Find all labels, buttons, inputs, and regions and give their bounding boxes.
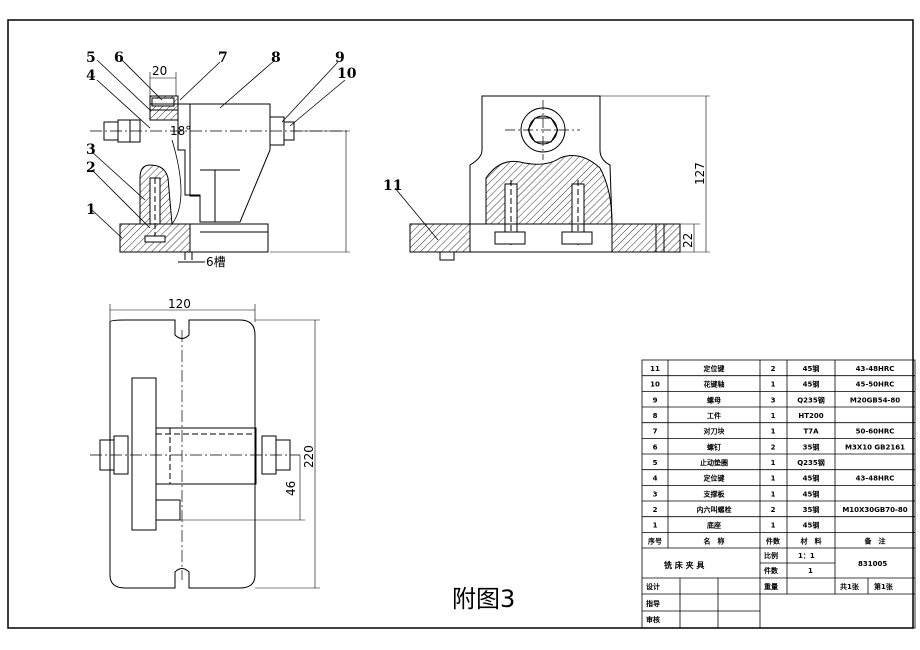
parts-cell-qty: 2	[771, 443, 776, 451]
weight-label: 重量	[764, 582, 778, 591]
parts-cell-qty: 3	[771, 396, 776, 404]
parts-cell-qty: 1	[771, 412, 776, 420]
parts-cell-qty: 1	[771, 381, 776, 389]
design-label: 设计	[646, 582, 660, 591]
part-label: 11	[383, 178, 402, 194]
drawing-title: 铣 床 夹 具	[664, 560, 704, 570]
parts-cell-name: 螺母	[707, 395, 721, 404]
parts-cell-no: 4	[653, 475, 658, 483]
parts-cell-material: T7A	[803, 428, 819, 436]
scale-label: 比例	[764, 551, 778, 560]
parts-header-cell: 备 注	[864, 536, 886, 545]
parts-cell-material: 45钢	[803, 364, 820, 373]
side-view	[394, 95, 710, 261]
parts-cell-material: 45钢	[803, 380, 820, 389]
parts-cell-qty: 2	[771, 365, 776, 373]
parts-cell-note: 50-60HRC	[856, 428, 895, 436]
parts-cell-no: 8	[653, 412, 658, 420]
scale-value: 1：1	[798, 552, 815, 560]
parts-header-cell: 件数	[766, 536, 781, 545]
parts-cell-note: M20GB54-80	[850, 396, 900, 404]
drawing-number: 831005	[858, 560, 887, 568]
sheet-number: 第1张	[874, 582, 894, 591]
parts-cell-name: 花键轴	[704, 380, 725, 389]
dim-front-slot: 6槽	[206, 255, 226, 269]
dim-top-offset: 46	[284, 481, 298, 496]
dim-front-width: 20	[152, 64, 167, 78]
count-label: 件数	[764, 566, 779, 575]
sheet-border	[7, 19, 914, 629]
parts-cell-no: 2	[653, 506, 658, 514]
dim-top-width: 120	[168, 297, 191, 311]
part-label: 6	[114, 50, 124, 66]
part-label: 10	[337, 66, 357, 82]
parts-cell-material: 45钢	[803, 474, 820, 483]
sheets-total: 共1张	[840, 582, 860, 591]
parts-cell-note: M10X30GB70-80	[842, 506, 907, 514]
parts-cell-note: M3X10 GB2161	[845, 443, 905, 451]
part-label: 9	[335, 50, 345, 66]
parts-cell-material: Q235钢	[797, 458, 825, 467]
parts-cell-note: 45-50HRC	[856, 381, 895, 389]
parts-cell-material: 45钢	[803, 521, 820, 530]
parts-cell-note: 43-48HRC	[856, 365, 895, 373]
part-label: 8	[271, 50, 281, 66]
dimension-labels: 20 18° 6槽 127 22 120 220 46	[152, 64, 707, 496]
parts-cell-material: Q235钢	[797, 395, 825, 404]
parts-cell-no: 11	[650, 365, 660, 373]
part-label: 1	[86, 202, 96, 218]
parts-cell-material: 35钢	[803, 442, 820, 451]
parts-cell-no: 3	[653, 490, 658, 498]
guide-label: 指导	[646, 599, 660, 608]
parts-cell-material: 35钢	[803, 505, 820, 514]
parts-cell-name: 支撑板	[703, 489, 726, 498]
parts-cell-name: 螺钉	[707, 442, 721, 451]
parts-cell-name: 底座	[707, 521, 721, 530]
dim-front-chamfer: 18°	[170, 124, 191, 138]
dim-side-height: 127	[693, 162, 707, 185]
parts-cell-material: 45钢	[803, 489, 820, 498]
review-label: 审核	[646, 615, 660, 624]
parts-cell-qty: 1	[771, 459, 776, 467]
parts-cell-name: 定位键	[704, 474, 725, 483]
parts-cell-qty: 1	[771, 490, 776, 498]
parts-cell-qty: 2	[771, 506, 776, 514]
front-view	[90, 59, 350, 263]
dim-side-base: 22	[681, 233, 695, 248]
parts-cell-no: 5	[653, 459, 658, 467]
parts-header-cell: 名 称	[704, 536, 725, 545]
parts-cell-no: 10	[650, 381, 660, 389]
part-label: 7	[218, 50, 228, 66]
part-labels: 5 4 6 3 2 1 7 8 9 10 11	[86, 50, 402, 218]
parts-cell-qty: 1	[771, 428, 776, 436]
parts-cell-no: 7	[653, 428, 658, 436]
top-view	[90, 304, 320, 589]
dim-top-height: 220	[302, 445, 316, 468]
parts-cell-name: 定位键	[704, 364, 725, 373]
parts-cell-qty: 1	[771, 522, 776, 530]
parts-cell-no: 6	[653, 443, 658, 451]
drawing-caption: 附图3	[452, 585, 515, 613]
part-label: 3	[86, 142, 96, 158]
parts-header-cell: 序号	[647, 536, 662, 545]
parts-cell-name: 工件	[707, 411, 721, 420]
parts-cell-name: 内六叫螺栓	[697, 505, 732, 514]
parts-cell-note: 43-48HRC	[856, 475, 895, 483]
parts-header-cell: 材 料	[800, 536, 822, 545]
part-label: 2	[86, 160, 96, 176]
parts-cell-no: 1	[653, 522, 658, 530]
parts-cell-qty: 1	[771, 475, 776, 483]
count-value: 1	[808, 567, 813, 575]
parts-cell-no: 9	[653, 396, 658, 404]
parts-cell-name: 对刀块	[704, 427, 726, 436]
part-label: 4	[86, 68, 96, 84]
part-label: 5	[86, 50, 96, 66]
parts-cell-name: 止动垫圈	[700, 458, 728, 467]
parts-cell-material: HT200	[798, 412, 823, 420]
title-block-text: 铣 床 夹 具 比例 1：1 件数 1 831005 重量 共1张 第1张 设计…	[646, 551, 894, 624]
